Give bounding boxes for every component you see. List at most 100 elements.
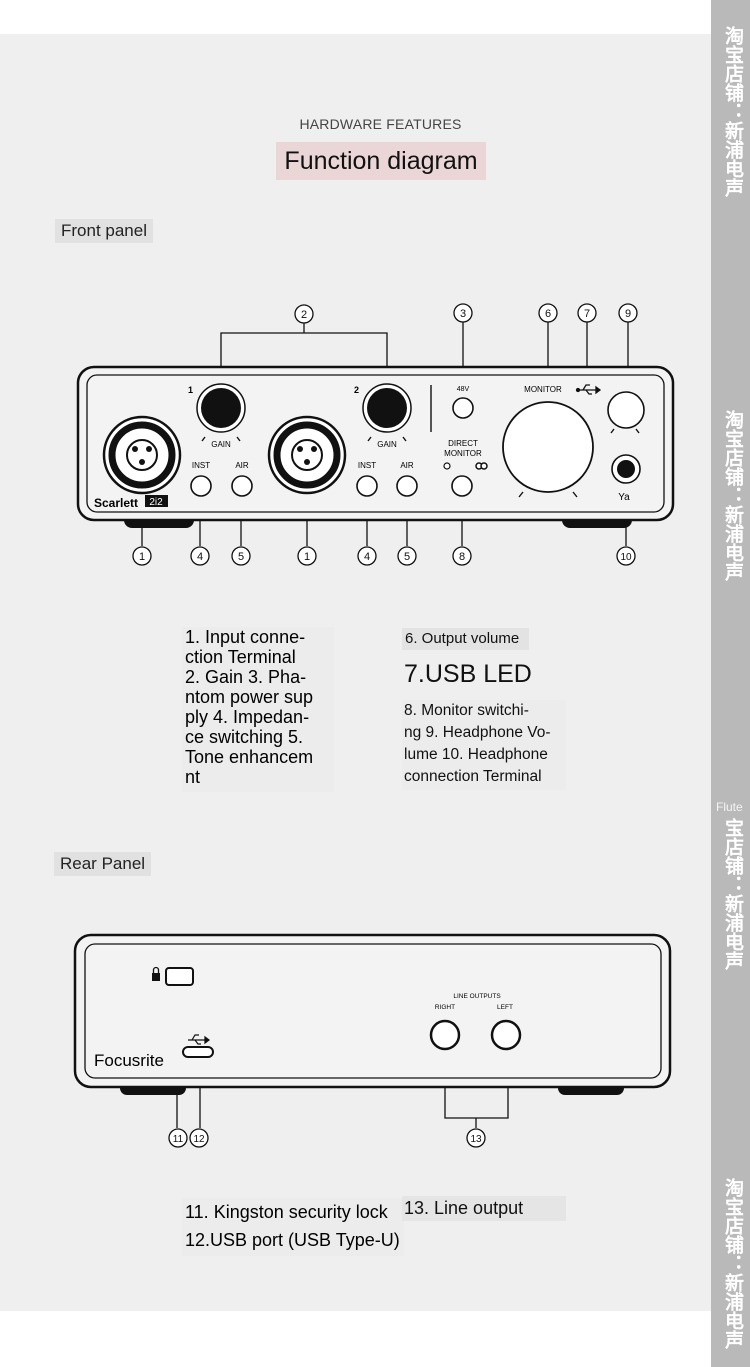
line-outputs-label: LINE OUTPUTS: [453, 993, 501, 1000]
callout-13: [466, 1128, 486, 1148]
desc-line: Tone enhancem: [185, 747, 314, 767]
callout-number: 2: [301, 309, 307, 321]
desc-line: connection Terminal: [404, 768, 542, 785]
callout-9: [618, 303, 638, 323]
watermark-flute: Flute: [716, 800, 743, 814]
desc-line: ntom power sup: [185, 687, 314, 707]
section-kicker: HARDWARE FEATURES: [299, 116, 462, 132]
left-output-label: LEFT: [497, 1004, 513, 1011]
monitor-label: MONITOR: [524, 385, 562, 394]
air-button-2[interactable]: [396, 475, 418, 497]
callout-number: 3: [460, 308, 466, 320]
phantom-power-button[interactable]: [452, 397, 474, 419]
front-description-left: 1. Input conne- ction Terminal 2. Gain 3…: [182, 627, 334, 792]
direct-monitor-label: DIRECT: [448, 439, 478, 448]
inst-button-2[interactable]: [356, 475, 378, 497]
rear-description: [182, 1198, 404, 1256]
callout-number: 13: [470, 1134, 482, 1145]
callout-5b: [397, 546, 417, 566]
desc-line: nt: [185, 767, 201, 787]
callout-number: 6: [545, 308, 551, 320]
desc-security-lock: 11. Kingston security lock: [185, 1202, 388, 1222]
callout-number: 8: [459, 551, 465, 563]
callout-4b: [357, 546, 377, 566]
security-lock-slot: [165, 967, 194, 986]
desc-line: 2. Gain 3. Pha-: [185, 667, 307, 687]
callout-number: 10: [620, 552, 632, 563]
callout-number: 1: [304, 551, 310, 563]
callout-11: [168, 1128, 188, 1148]
callout-12: [189, 1128, 209, 1148]
callout-5: [231, 546, 251, 566]
front-panel-diagram: 1 2 GAIN GAIN INST AIR INST AIR 48V DIRE…: [76, 303, 675, 566]
callout-1: [132, 546, 152, 566]
model-badge: [145, 495, 168, 507]
front-panel-heading: Front panel: [55, 219, 153, 243]
callout-number: 12: [193, 1134, 205, 1145]
desc-output-volume: 6. Output volume: [402, 628, 529, 650]
callout-10: [616, 546, 636, 566]
line-output-left-jack: [490, 1019, 522, 1051]
desc-line: 1. Input conne-: [185, 627, 306, 647]
desc-line: ce switching 5.: [185, 727, 304, 747]
air-label-1: AIR: [235, 461, 249, 470]
rear-panel-heading: Rear Panel: [54, 852, 152, 876]
desc-line-output: 13. Line output: [402, 1196, 566, 1221]
desc-line: 8. Monitor switchi-: [404, 702, 529, 719]
mono-indicator-icon: [443, 462, 451, 470]
desc-line: ction Terminal: [185, 647, 296, 667]
callout-number: 1: [139, 551, 145, 563]
callout-4: [190, 546, 210, 566]
brand-label: Scarlett: [94, 496, 138, 510]
callout-number: 5: [238, 551, 244, 563]
channel-2-label: 2: [354, 385, 359, 395]
air-button-1[interactable]: [231, 475, 253, 497]
callout-1b: [297, 546, 317, 566]
inst-label-1: INST: [192, 461, 210, 470]
headphone-icon-label: Ya: [618, 492, 630, 503]
desc-usb-led: 7.USB LED: [404, 660, 532, 688]
phantom-power-label: 48V: [457, 386, 470, 393]
inst-button-1[interactable]: [190, 475, 212, 497]
desc-line: ply 4. Impedan-: [185, 707, 310, 727]
callout-number: 4: [197, 551, 203, 563]
combo-input-jack-1: [102, 415, 182, 495]
watermark-text: 淘宝店铺：新浦电声: [722, 410, 744, 581]
watermark-sidebar: 淘宝店铺：新浦电声 淘宝店铺：新浦电声 Flute 宝店铺：新浦电声 淘宝店铺：…: [711, 0, 750, 1367]
callout-number: 7: [584, 308, 590, 320]
rear-panel-diagram: Focusrite LINE OUTPUTS RIGHT LEFT 11 12 …: [73, 933, 672, 1148]
callout-number: 4: [364, 551, 370, 563]
gain-label-2: GAIN: [377, 440, 397, 449]
combo-input-jack-2: [267, 415, 347, 495]
watermark-text: 淘宝店铺：新浦电声: [722, 26, 744, 197]
desc-usb-port: 12.USB port (USB Type-U): [185, 1230, 400, 1250]
callout-8: [452, 546, 472, 566]
rear-faceplate: [84, 943, 662, 1079]
desc-line: lume 10. Headphone: [404, 746, 548, 763]
gain-knob-2: [367, 388, 407, 428]
model-label: 2i2: [149, 497, 163, 508]
monitor-volume-knob[interactable]: [502, 401, 594, 493]
watermark-text: 宝店铺：新浦电声: [722, 818, 744, 970]
gain-knob-1: [201, 388, 241, 428]
callout-number: 5: [404, 551, 410, 563]
front-description-right: 8. Monitor switchi- ng 9. Headphone Vo- …: [402, 700, 566, 790]
line-output-right-jack: [429, 1019, 461, 1051]
usb-icon: [188, 1034, 210, 1045]
direct-monitor-button[interactable]: [451, 475, 473, 497]
callout-3: [453, 303, 473, 323]
gain-label-1: GAIN: [211, 440, 231, 449]
desc-line: ng 9. Headphone Vo-: [404, 724, 551, 741]
usb-led-icon: [575, 384, 602, 395]
callout-7: [577, 303, 597, 323]
headphone-volume-knob[interactable]: [607, 391, 645, 429]
callout-6: [538, 303, 558, 323]
inst-label-2: INST: [358, 461, 376, 470]
channel-1-label: 1: [188, 385, 193, 395]
watermark-text: 淘宝店铺：新浦电声: [722, 1178, 744, 1349]
lock-icon: [152, 966, 160, 981]
right-output-label: RIGHT: [435, 1004, 455, 1011]
usb-c-port: [182, 1046, 214, 1058]
callout-number: 9: [625, 308, 631, 320]
content-panel: [0, 34, 711, 1311]
